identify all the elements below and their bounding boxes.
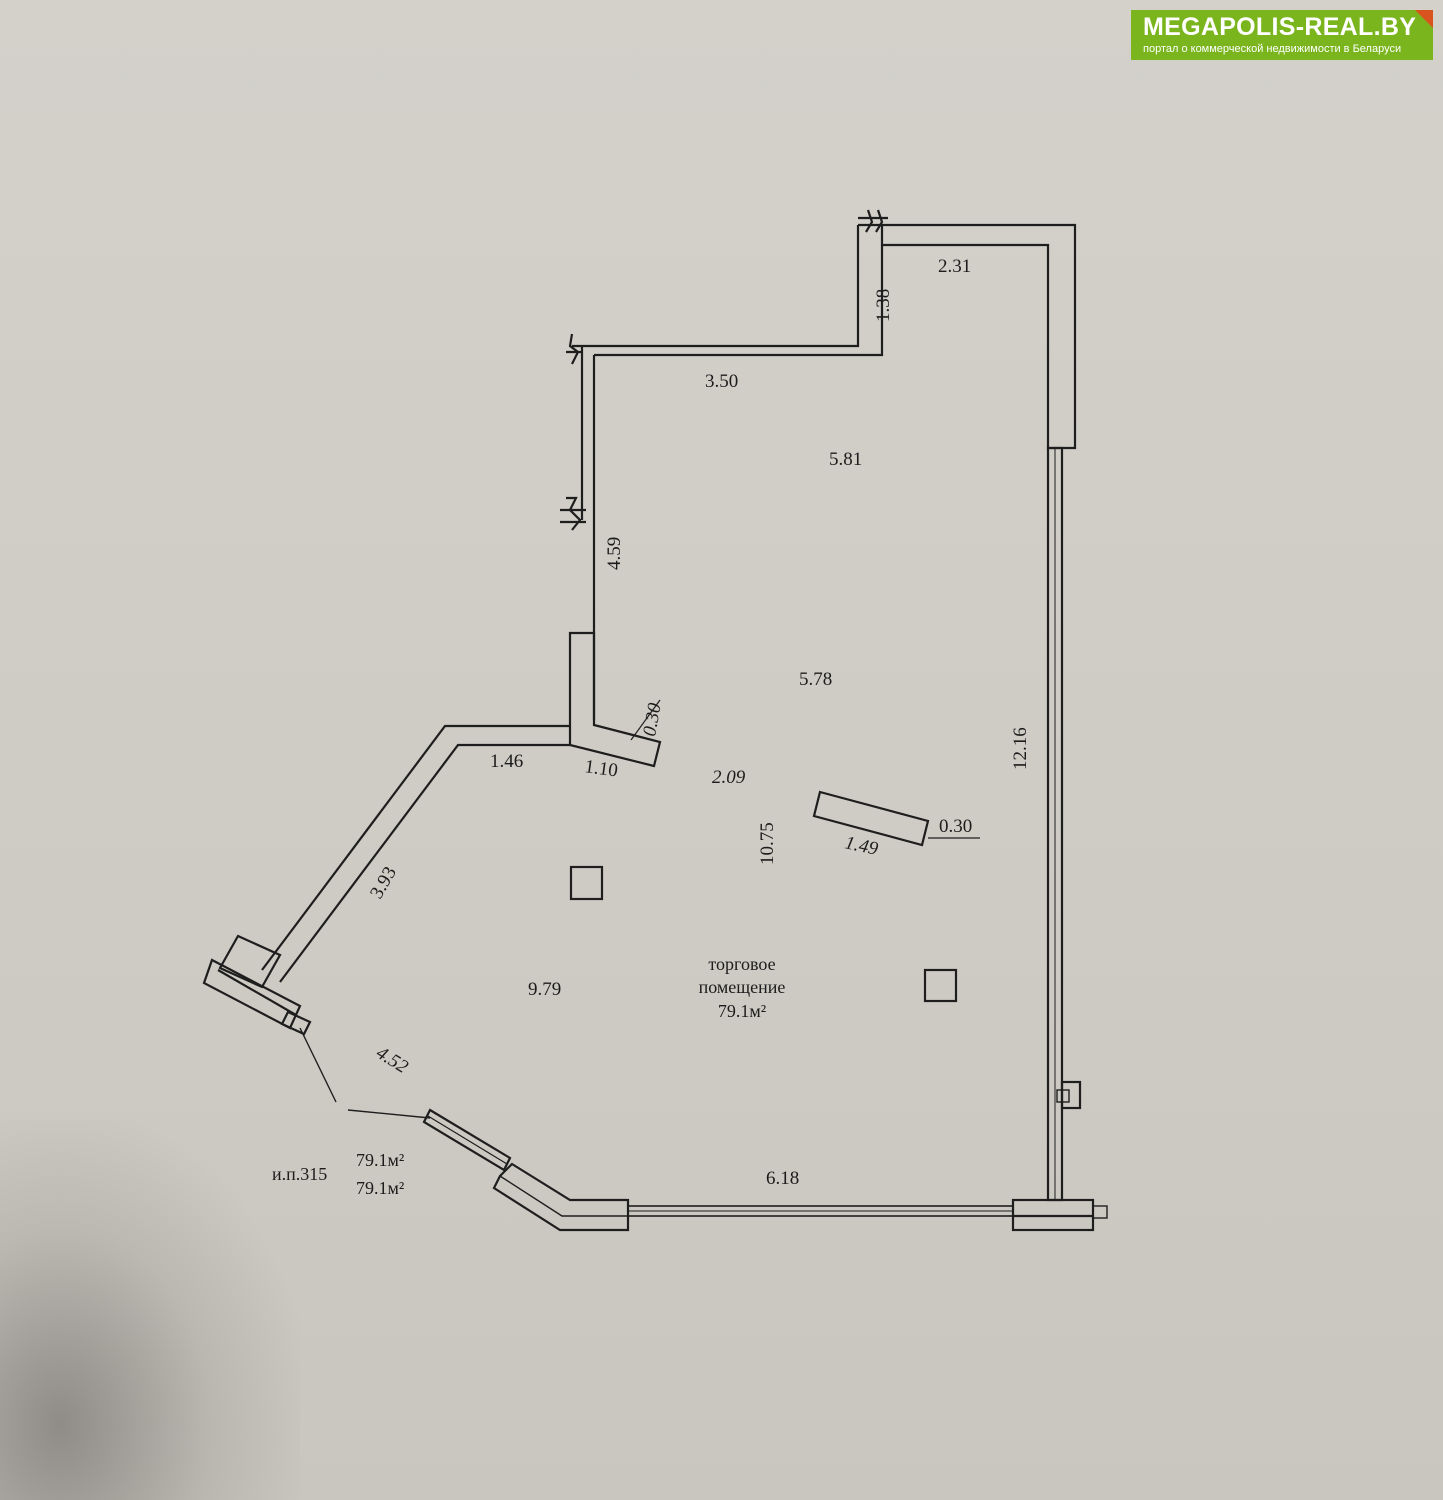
dim-partition-length: 1.10 [583, 756, 619, 781]
logo-corner-flag [1415, 10, 1433, 28]
dim-left-upper-wall: 4.59 [604, 537, 625, 570]
dim-diagonal-left-wall: 3.93 [366, 863, 401, 902]
dim-upper-wall: 3.50 [705, 371, 738, 392]
wall-break-mark [566, 333, 582, 365]
wall-break-mark [560, 496, 586, 531]
column-square [569, 865, 604, 901]
column-square [923, 968, 958, 1003]
wall-left-short-inner [279, 743, 570, 983]
riser-box [1060, 1080, 1082, 1110]
dim-bay-window-wall: 4.52 [372, 1042, 412, 1078]
window-line [299, 1027, 337, 1103]
logo-subtitle: портал о коммерческой недвижимости в Бел… [1143, 43, 1402, 55]
inventory-label: и.п.315 [272, 1164, 327, 1184]
window-line [347, 1109, 431, 1119]
wall-column-block [492, 1162, 630, 1232]
room-name-line2: помещение [699, 977, 786, 997]
dim-column-length: 1.49 [843, 832, 880, 860]
site-logo[interactable]: MEGAPOLIS-REAL.BY портал о коммерческой … [1131, 10, 1433, 60]
dim-top-step-wall: 1.38 [873, 289, 894, 322]
wall-step-outer [572, 225, 860, 348]
dim-diagonal-inner: 2.09 [712, 767, 746, 788]
dim-vertical-inner: 10.75 [757, 822, 778, 865]
dim-left-partition-depth: 0.30 [639, 701, 666, 738]
dim-bottom-wall: 6.18 [766, 1168, 799, 1189]
wall-pier [568, 631, 662, 768]
dim-lower-inner: 9.79 [528, 979, 561, 1000]
wall-left-short [261, 724, 570, 971]
window-sill [1092, 1205, 1108, 1219]
total-area-2: 79.1м² [356, 1178, 404, 1198]
window-frame [422, 1108, 512, 1172]
dim-mid-inner: 5.78 [799, 669, 832, 690]
total-area-1: 79.1м² [356, 1150, 404, 1170]
dim-top-right-wall: 2.31 [938, 256, 971, 277]
wall-break-mark [858, 209, 888, 233]
column-rect [812, 790, 930, 847]
dim-upper-inner: 5.81 [829, 449, 862, 470]
dim-column-depth: 0.30 [939, 816, 972, 837]
dim-left-short-wall: 1.46 [490, 751, 523, 772]
wall-window-sill [280, 1010, 312, 1036]
dim-right-wall: 12.16 [1010, 727, 1031, 770]
logo-title: MEGAPOLIS-REAL.BY [1143, 13, 1417, 41]
photo-shadow [0, 1120, 300, 1500]
room-area: 79.1м² [718, 1001, 766, 1021]
room-name-line1: торговое [708, 954, 775, 974]
wall-step-inner [594, 245, 884, 357]
